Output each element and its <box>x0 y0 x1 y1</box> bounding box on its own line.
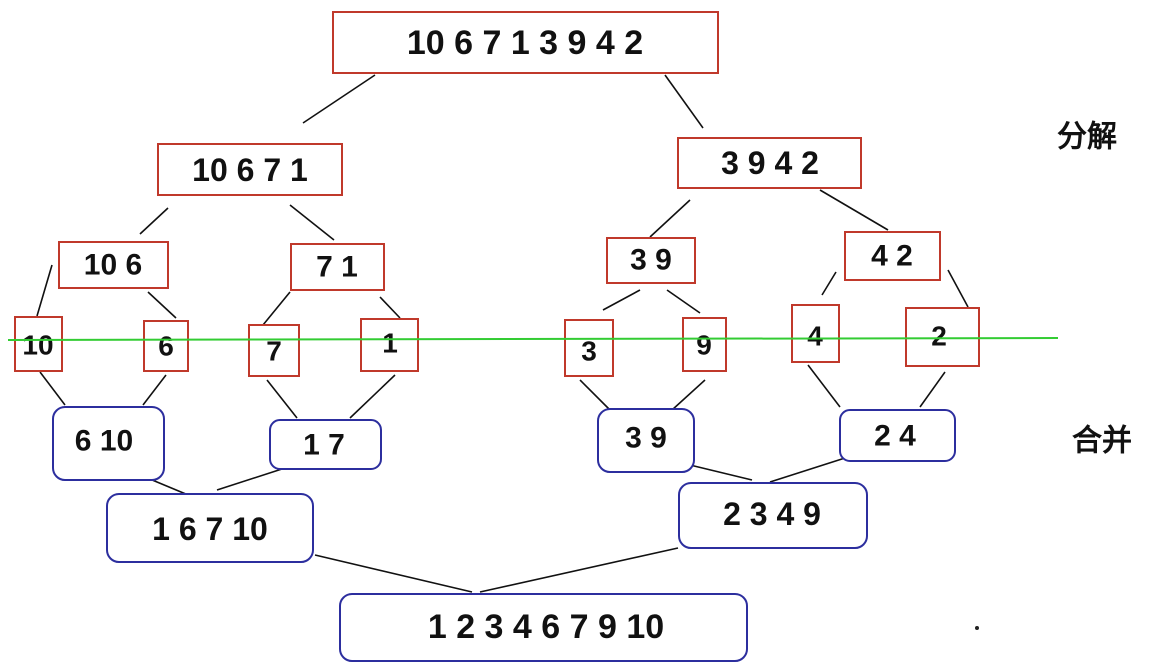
edge-left-merged-to-final <box>314 554 473 593</box>
split-node-right-label: 3 9 4 2 <box>721 145 819 181</box>
merge-node-right-merged: 2 3 4 9 <box>678 482 868 549</box>
split-leaf-1: 1 <box>360 318 419 372</box>
split-leaf-3: 3 <box>564 319 614 377</box>
split-leaf-4: 4 <box>791 304 840 363</box>
split-node-right-right: 4 2 <box>844 231 941 281</box>
merge-node-final-label: 1 2 3 4 6 7 9 10 <box>428 608 664 646</box>
edge-7-to-1-7 <box>266 379 298 419</box>
merge-node-2-4-label: 2 4 <box>874 420 916 453</box>
edge-3-9-to-3 <box>602 289 641 311</box>
edge-1-7-to-left-merged <box>216 467 286 491</box>
merge-node-1-7: 1 7 <box>269 419 382 470</box>
edge-3-9-to-9 <box>666 289 701 314</box>
split-nodes: 10 6 7 1 3 9 4 2 10 6 7 1 3 9 4 2 10 6 7… <box>14 11 980 377</box>
merge-node-3-9-label: 3 9 <box>625 422 667 455</box>
split-node-right-right-label: 4 2 <box>871 240 913 273</box>
split-node-root-label: 10 6 7 1 3 9 4 2 <box>407 24 643 62</box>
split-leaf-6-label: 6 <box>158 331 174 362</box>
split-node-right-left: 3 9 <box>606 237 696 284</box>
split-leaf-10-label: 10 <box>22 330 53 361</box>
split-leaf-3-label: 3 <box>581 336 597 367</box>
edge-left-leftleft <box>139 207 169 235</box>
edge-right-rightright <box>819 189 889 231</box>
edge-root-right <box>664 74 704 129</box>
split-leaf-10: 10 <box>14 316 63 372</box>
merge-node-left-merged-label: 1 6 7 10 <box>152 511 268 547</box>
edge-9-to-3-9 <box>671 379 706 411</box>
merge-node-left-merged: 1 6 7 10 <box>106 493 314 563</box>
merge-node-1-7-label: 1 7 <box>303 429 345 462</box>
split-node-right-left-label: 3 9 <box>630 244 672 277</box>
merge-phase-label: 合并 <box>1072 424 1132 459</box>
edge-10-6-to-10 <box>36 264 53 317</box>
stray-dot <box>975 626 979 630</box>
edge-root-left <box>302 74 376 124</box>
split-leaf-6: 6 <box>143 320 189 372</box>
edge-1-to-1-7 <box>349 374 396 419</box>
split-leaf-9: 9 <box>682 317 727 372</box>
edge-10-6-to-6 <box>147 291 177 319</box>
split-node-left: 10 6 7 1 <box>157 143 343 196</box>
edge-2-to-2-4 <box>919 371 946 408</box>
edge-4-to-2-4 <box>807 364 841 408</box>
merge-node-right-merged-label: 2 3 4 9 <box>723 496 821 532</box>
split-leaf-9-label: 9 <box>696 330 712 361</box>
edge-right-rightleft <box>649 199 691 238</box>
edge-6-to-6-10 <box>142 374 167 406</box>
split-leaf-2: 2 <box>905 307 980 367</box>
split-merge-divider-line <box>7 337 1059 341</box>
edge-3-to-3-9 <box>579 379 614 414</box>
split-leaf-2-label: 2 <box>931 321 947 352</box>
split-node-root: 10 6 7 1 3 9 4 2 <box>332 11 719 74</box>
split-node-left-left: 10 6 <box>58 241 169 289</box>
split-node-left-label: 10 6 7 1 <box>192 152 308 188</box>
split-leaf-4-label: 4 <box>807 321 823 352</box>
edge-right-merged-to-final <box>479 547 679 593</box>
merge-node-3-9: 3 9 <box>597 408 695 473</box>
edge-7-1-to-7 <box>262 291 291 326</box>
merge-node-2-4: 2 4 <box>839 409 956 462</box>
edge-left-leftright <box>289 204 335 241</box>
merge-nodes: 6 10 1 7 3 9 2 4 1 6 7 10 2 3 4 9 1 2 3 … <box>52 406 956 662</box>
split-leaf-7: 7 <box>248 324 300 377</box>
split-node-left-right: 7 1 <box>290 243 385 291</box>
merge-node-6-10-label: 6 10 <box>75 425 133 458</box>
split-node-left-left-label: 10 6 <box>84 249 142 282</box>
split-leaf-7-label: 7 <box>266 336 282 367</box>
edge-10-to-6-10 <box>39 371 66 406</box>
merge-node-final: 1 2 3 4 6 7 9 10 <box>339 593 748 662</box>
merge-node-6-10: 6 10 <box>52 406 165 481</box>
split-leaf-1-label: 1 <box>382 328 398 359</box>
edge-7-1-to-1 <box>379 296 401 319</box>
edge-2-4-to-right-merged <box>769 457 846 483</box>
split-node-right: 3 9 4 2 <box>677 137 862 189</box>
split-node-left-right-label: 7 1 <box>316 251 358 284</box>
split-phase-label: 分解 <box>1057 120 1117 155</box>
edge-3-9-to-right-merged <box>689 464 753 481</box>
edge-4-2-to-4 <box>821 271 837 296</box>
edge-4-2-to-2 <box>947 269 969 308</box>
